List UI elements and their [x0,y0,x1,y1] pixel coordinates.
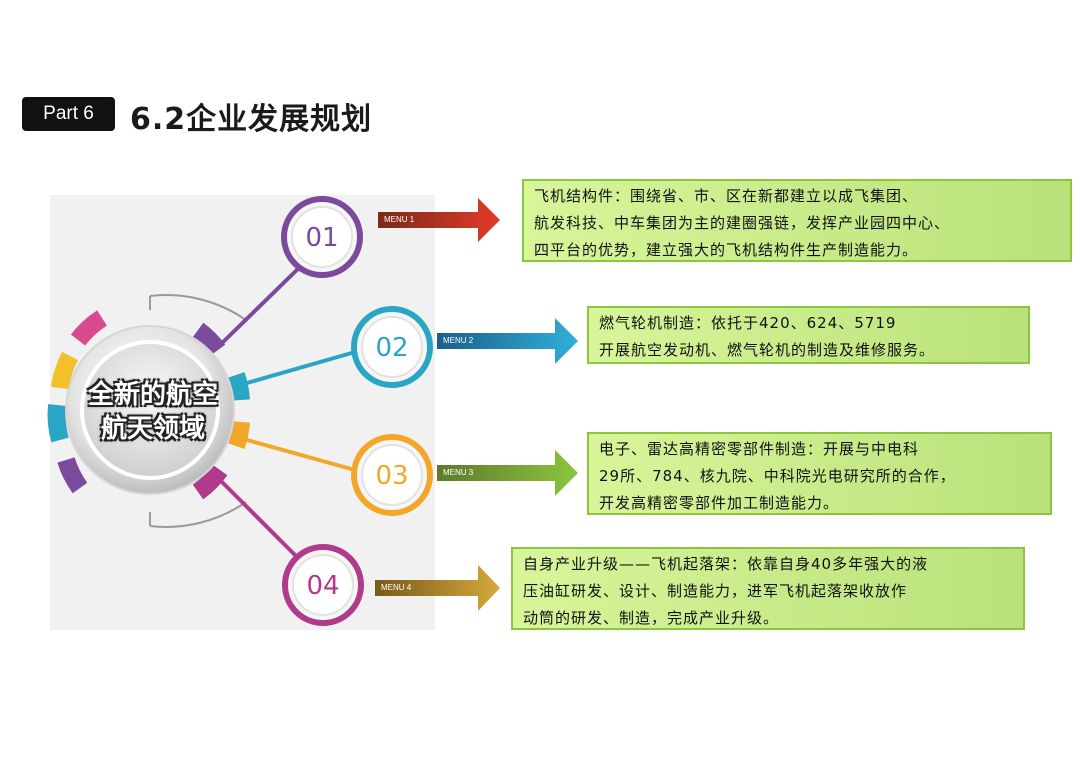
arrow-right-icon-4 [375,565,500,611]
part-badge: Part 6 [22,97,115,131]
arrow-right-icon-3 [437,450,578,496]
info-box-1-line: 四平台的优势，建立强大的飞机结构件生产制造能力。 [534,241,919,259]
hub-inner-circle [80,340,220,480]
connector-03 [239,436,356,472]
menu-tag-1: MENU 1 [384,215,415,224]
info-box-3-line: 电子、雷达高精密零部件制造：开展与中电科 [599,440,920,458]
hub-ring-segments [47,310,250,500]
arrow-right-icon-2 [437,318,578,364]
number-02: 02 [375,333,408,363]
menu-tag-2: MENU 2 [443,336,474,345]
hub-label-line2: 航天领域 [100,414,205,444]
hub-label: 全新的航空 航天领域 [60,378,246,446]
info-box-3: 电子、雷达高精密零部件制造：开展与中电科 29所、784、核九院、中科院光电研究… [587,432,1052,515]
connector-04 [216,476,302,562]
info-box-2-line: 开展航空发动机、燃气轮机的制造及维修服务。 [599,341,936,359]
info-box-4-line: 自身产业升级——飞机起落架：依靠自身40多年强大的液 [523,555,929,573]
connector-01 [218,260,307,347]
arrow-right-icon-1 [378,198,500,242]
menu-tag-4: MENU 4 [381,583,412,592]
info-box-4-line: 压油缸研发、设计、制造能力，进军飞机起落架收放作 [523,582,908,600]
hub-label-line1: 全新的航空 [87,380,218,410]
info-box-3-line: 29所、784、核九院、中科院光电研究所的合作， [599,467,956,485]
info-box-1-line: 航发科技、中车集团为主的建圈强链，发挥产业园四中心、 [534,214,951,232]
info-box-2-line: 燃气轮机制造：依托于420、624、5719 [599,314,897,332]
number-03: 03 [375,461,408,491]
connector-02 [239,350,356,387]
info-box-1: 飞机结构件：围绕省、市、区在新都建立以成飞集团、 航发科技、中车集团为主的建圈强… [522,179,1072,262]
number-circle-03 [351,434,433,516]
info-box-4-line: 动筒的研发、制造，完成产业升级。 [523,609,780,627]
info-box-3-line: 开发高精密零部件加工制造能力。 [599,494,840,512]
number-04: 04 [306,571,339,601]
number-circle-01 [281,196,363,278]
outer-arc-top [149,294,247,321]
info-box-2: 燃气轮机制造：依托于420、624、5719 开展航空发动机、燃气轮机的制造及维… [587,306,1030,364]
menu-tag-3: MENU 3 [443,468,474,477]
info-box-1-line: 飞机结构件：围绕省、市、区在新都建立以成飞集团、 [534,187,919,205]
number-circle-04 [282,544,364,626]
outer-arc-bottom [149,501,247,528]
number-circle-02 [351,306,433,388]
number-01: 01 [305,223,338,253]
info-box-4: 自身产业升级——飞机起落架：依靠自身40多年强大的液 压油缸研发、设计、制造能力… [511,547,1025,630]
page-title: 6.2企业发展规划 [130,102,373,137]
